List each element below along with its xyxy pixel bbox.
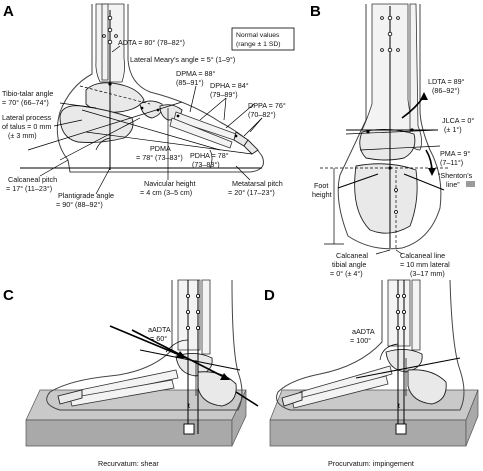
panel-c: C [3,279,259,468]
label-c-aadta-2: = 60° [150,334,167,343]
label-lateral-process-1: Lateral process [2,113,52,122]
panel-c-axis-dots [185,293,200,330]
label-navicular-2: = 4 cm (3–5 cm) [140,188,192,197]
caption-c: Recurvatum: shear [98,459,159,468]
label-c-aadta-1: aADTA [148,325,171,334]
label-foot-height-1: Foot [314,181,328,190]
label-pdha-1: PDHA = 78° [190,151,229,160]
legend-line-1: Normal values [236,32,280,39]
label-ldta-2: (86–92°) [432,86,460,95]
label-d-aadta-1: aADTA [352,327,375,336]
caption-d: Procurvatum: impingement [328,459,414,468]
label-d-t: t [398,401,400,410]
label-calcaneal-pitch-2: = 17° (11–23°) [6,184,52,193]
label-tibiotalar-2: = 70° (66–74°) [2,98,49,107]
label-cline-1: Calcaneal line [400,251,445,260]
label-tibiotalar-1: Tibio-talar angle [2,89,53,98]
label-dppa-2: (70–82°) [248,110,276,119]
label-plantigrade-1: Plantigrade angle [58,191,114,200]
label-lateral-process-3: (± 3 mm) [8,131,37,140]
panel-b-axis-dots [366,15,414,214]
label-adta: ADTA = 80° (78–82°) [118,38,185,47]
panel-a-leaders [39,45,263,195]
right-angle-d [395,423,407,435]
label-c-t: t [188,401,190,410]
panel-a: A [2,3,295,209]
panel-a-measure-lines [20,10,263,170]
label-dpha-2: (79–89°) [210,90,238,99]
panel-d-lines [355,280,461,434]
panel-c-foot [46,279,243,411]
panel-d: D aADTA [264,279,479,468]
label-pdma-1: PDMA [150,144,171,153]
label-ctia-2: tibial angle [332,260,366,269]
panel-b: B [310,3,475,278]
label-lateral-process-2: of talus = 0 mm [2,122,51,131]
label-meary: Lateral Meary’s angle = 5° (1–9°) [130,55,235,64]
label-ctia-1: Calcaneal [336,251,368,260]
board-d-front [269,419,467,447]
label-navicular-1: Navicular height [144,179,196,188]
label-dpha-1: DPHA = 84° [210,81,249,90]
label-metatarsal-2: = 20° (17–23°) [228,188,275,197]
board-c-front [25,419,233,447]
panel-d-axis-dots [395,293,406,330]
label-ldta-1: LDTA = 89° [428,77,465,86]
shenton-swatch [466,181,475,187]
label-shenton-1: “Shenton’s [438,171,473,180]
label-pdma-2: = 78° (73–83°) [136,153,183,162]
label-shenton-2: line” [446,180,460,189]
panel-b-measure-lines [320,6,448,248]
label-jlca-2: (± 1°) [444,125,462,134]
legend-line-2: (range ± 1 SD) [236,41,281,48]
label-pma-2: (7–11°) [440,158,463,167]
right-angle-c [183,423,195,435]
label-dppa-1: DPPA = 76° [248,101,286,110]
label-metatarsal-1: Metatarsal pitch [232,179,283,188]
label-dpma-1: DPMA = 88° [176,69,216,78]
label-d-aadta-2: = 100° [350,336,371,345]
panel-a-tibia-dots [102,15,238,138]
label-jlca-1: JLCA = 0° [442,116,474,125]
label-calcaneal-pitch-1: Calcaneal pitch [8,175,57,184]
legend-box [231,27,295,51]
label-foot-height-2: height [312,190,332,199]
label-pma-1: PMA = 9° [440,149,470,158]
panel-b-ankle-ap [337,3,442,250]
label-ctia-3: = 0° (± 4°) [330,269,363,278]
panel-d-foot [276,279,465,411]
label-cline-3: (3–17 mm) [410,269,445,278]
panel-b-letter: B [310,3,321,20]
label-plantigrade-2: = 90° (88–92°) [56,200,103,209]
label-dpma-2: (85–91°) [176,78,204,87]
panel-c-lines [109,280,259,434]
panel-c-letter: C [3,287,14,304]
label-pdha-2: (73–83°) [192,160,220,169]
label-cline-2: = 10 mm lateral [400,260,450,269]
panel-d-letter: D [264,287,275,304]
panel-a-letter: A [3,3,14,20]
